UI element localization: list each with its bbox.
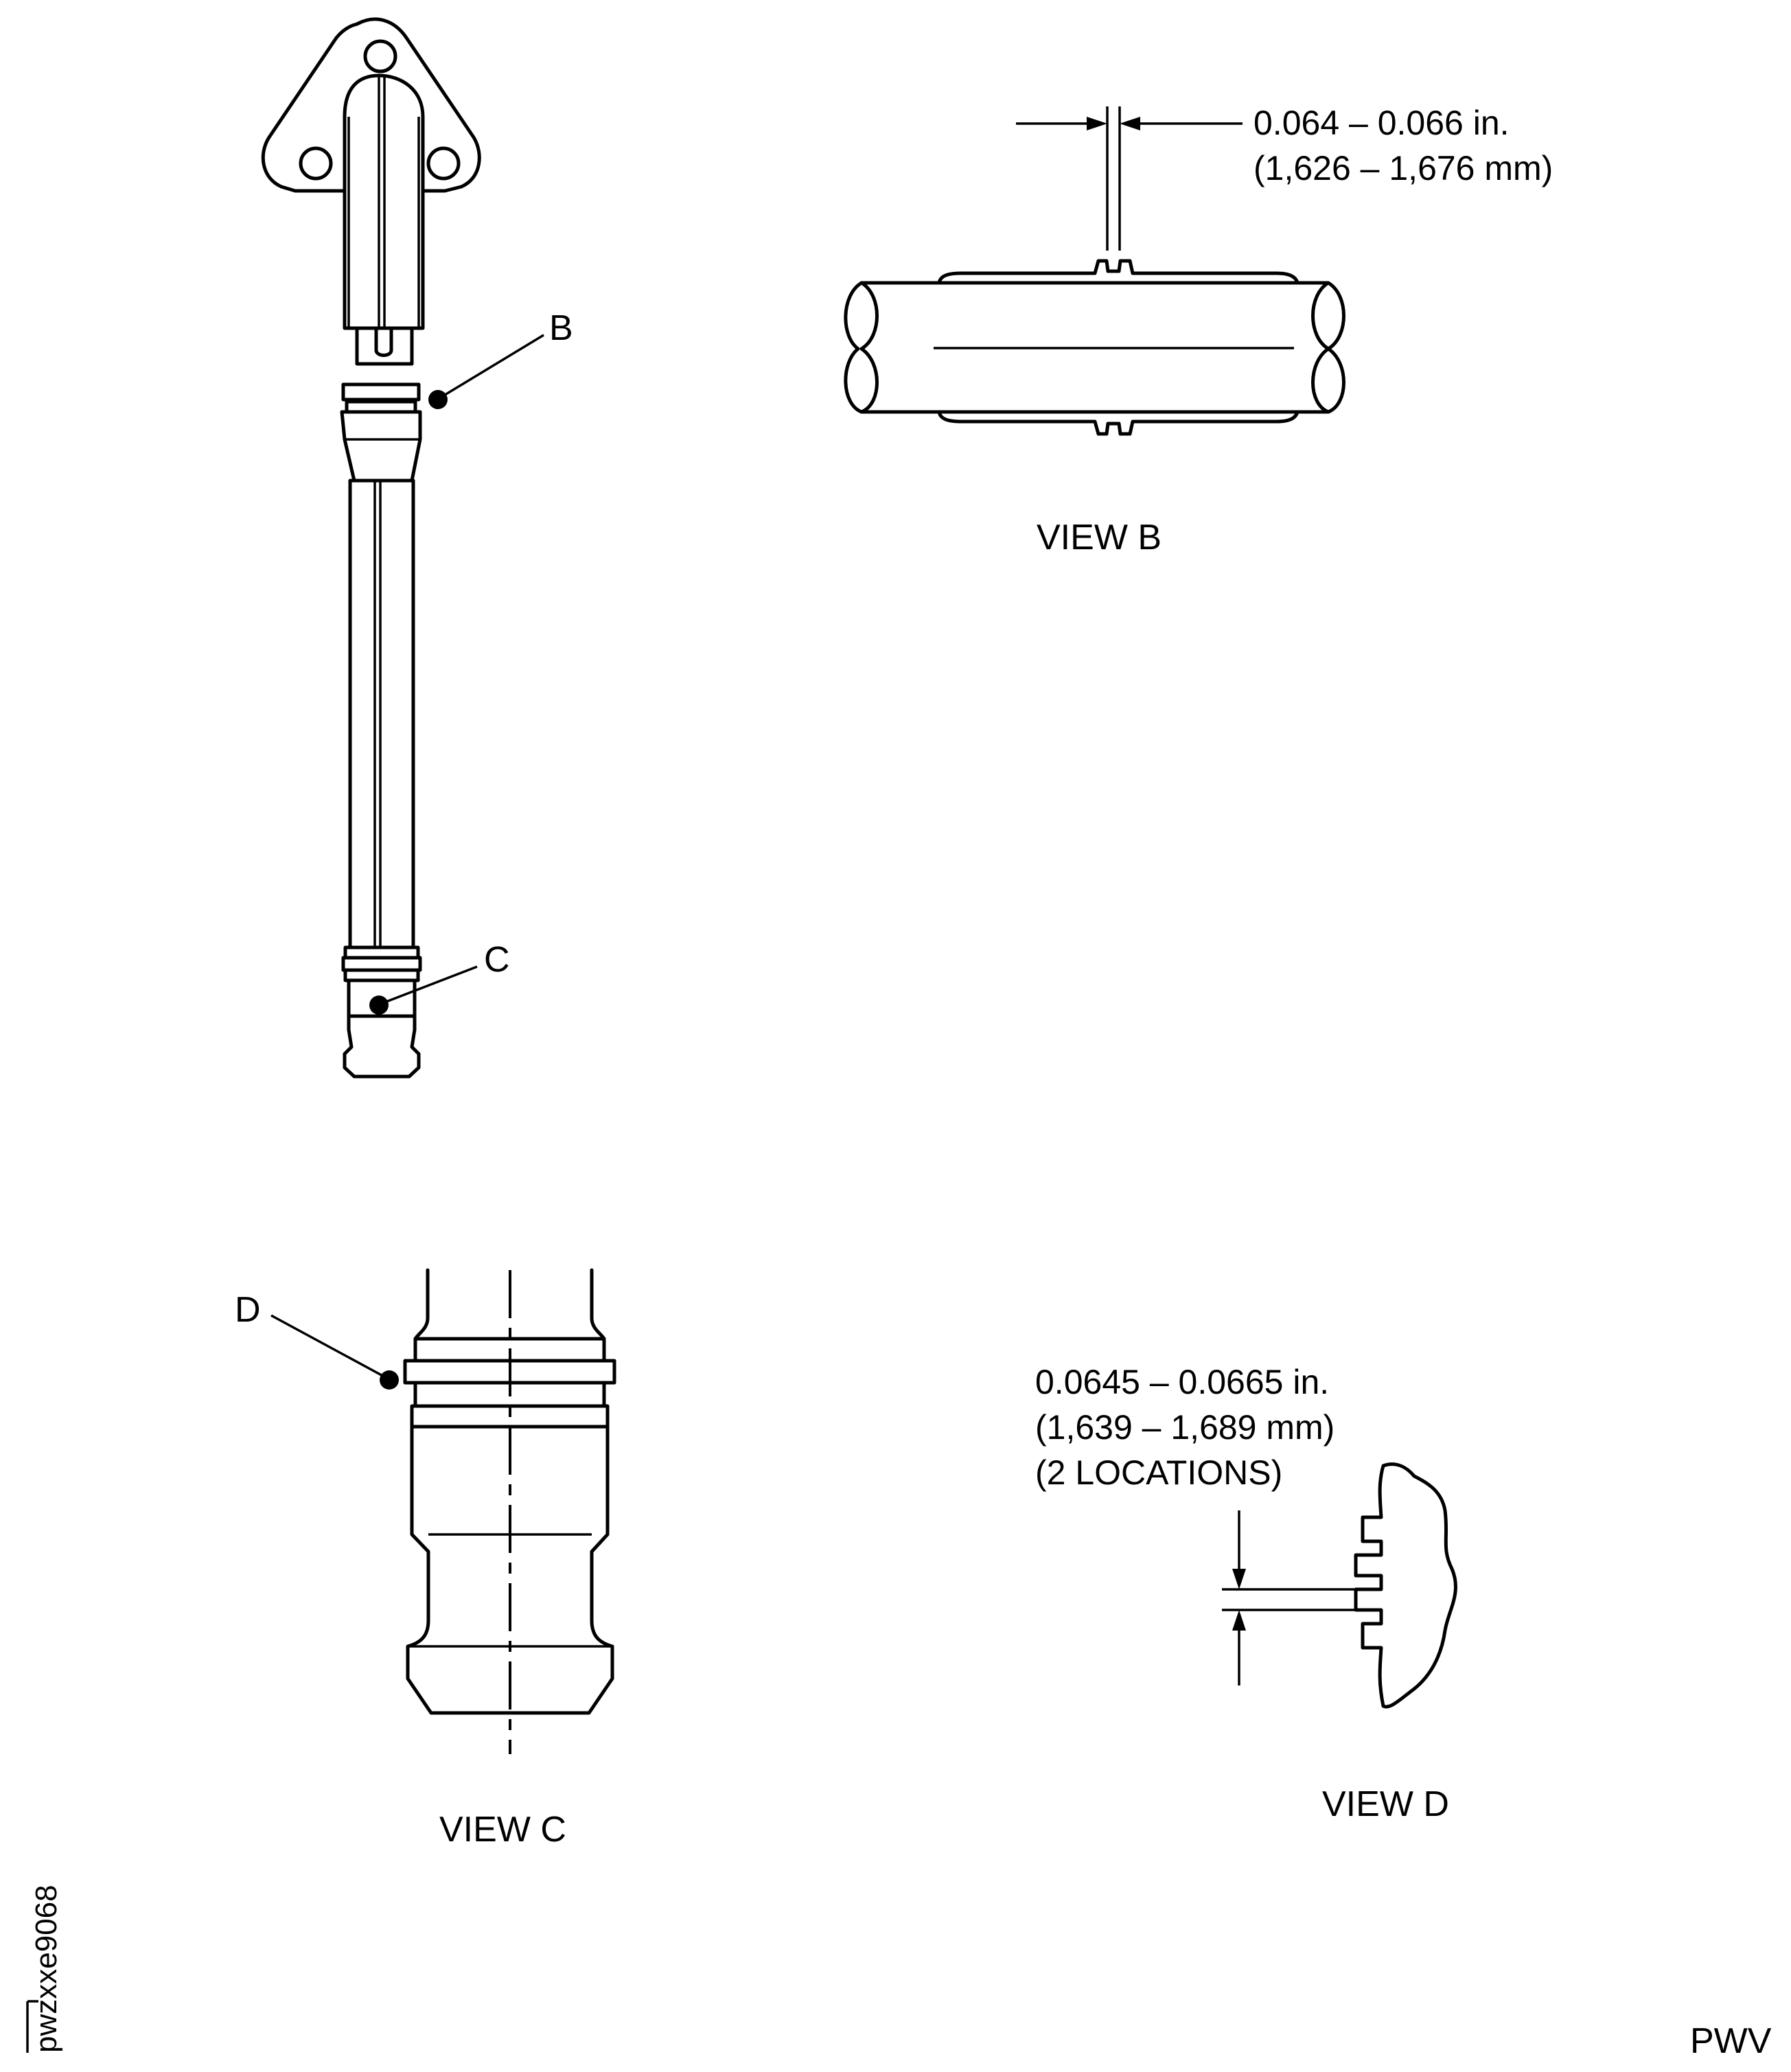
view-b-dim-inch: 0.064 – 0.066 in. bbox=[1253, 104, 1510, 142]
view-b-pipe-end bbox=[1311, 281, 1330, 414]
view-d-dim-mm: (1,639 – 1,689 mm) bbox=[1035, 1408, 1334, 1447]
long-tube bbox=[348, 479, 415, 949]
callout-d: D bbox=[235, 1290, 399, 1390]
view-d-profile bbox=[1354, 1462, 1457, 1709]
callout-d-label: D bbox=[235, 1290, 261, 1330]
view-c-label: VIEW C bbox=[439, 1810, 566, 1850]
view-c-outline-left bbox=[413, 1268, 430, 1341]
view-b-collar-top bbox=[937, 259, 1299, 285]
flange-hole-left bbox=[299, 146, 333, 181]
dim-b-arrow-right bbox=[1120, 117, 1140, 130]
taper bbox=[340, 410, 422, 483]
dim-b-arrow-left bbox=[1087, 117, 1107, 130]
view-b-pipe-start bbox=[859, 281, 879, 414]
view-b-collar-bottom bbox=[937, 410, 1299, 436]
view-d-dim-locations: (2 LOCATIONS) bbox=[1035, 1453, 1282, 1492]
callout-c-label: C bbox=[484, 940, 510, 980]
callout-b: B bbox=[428, 308, 573, 409]
view-b-drawing bbox=[844, 106, 1345, 436]
flange-hole-right bbox=[426, 146, 461, 181]
footer-code: PWV bbox=[1690, 2021, 1772, 2061]
dim-d-arrow-top bbox=[1232, 1569, 1246, 1589]
end-cap bbox=[343, 1014, 421, 1079]
view-d-dim-inch: 0.0645 – 0.0665 in. bbox=[1035, 1363, 1329, 1401]
view-b-label: VIEW B bbox=[1037, 518, 1162, 557]
callout-d-dot bbox=[380, 1370, 399, 1390]
view-c-outline-right bbox=[590, 1268, 606, 1341]
view-d-drawing bbox=[1222, 1462, 1457, 1709]
callout-c: C bbox=[369, 940, 510, 1015]
callout-c-dot bbox=[369, 995, 389, 1015]
ring-c-2 bbox=[341, 956, 422, 972]
figure-id: pwzxxe9068 bbox=[30, 1885, 63, 2053]
main-part-drawing bbox=[261, 17, 481, 1079]
callout-b-dot bbox=[428, 390, 448, 409]
view-d-label: VIEW D bbox=[1322, 1784, 1449, 1824]
figure-id-block: pwzxxe9068 bbox=[26, 1885, 63, 2053]
callout-b-label: B bbox=[549, 308, 573, 348]
upper-slot bbox=[355, 326, 414, 366]
flange-hole-top bbox=[363, 39, 397, 73]
ring-b-1 bbox=[341, 382, 421, 402]
view-c-drawing bbox=[403, 1268, 616, 1754]
view-b-dim-mm: (1,626 – 1,676 mm) bbox=[1253, 149, 1553, 187]
dim-d-arrow-bottom bbox=[1232, 1610, 1246, 1631]
